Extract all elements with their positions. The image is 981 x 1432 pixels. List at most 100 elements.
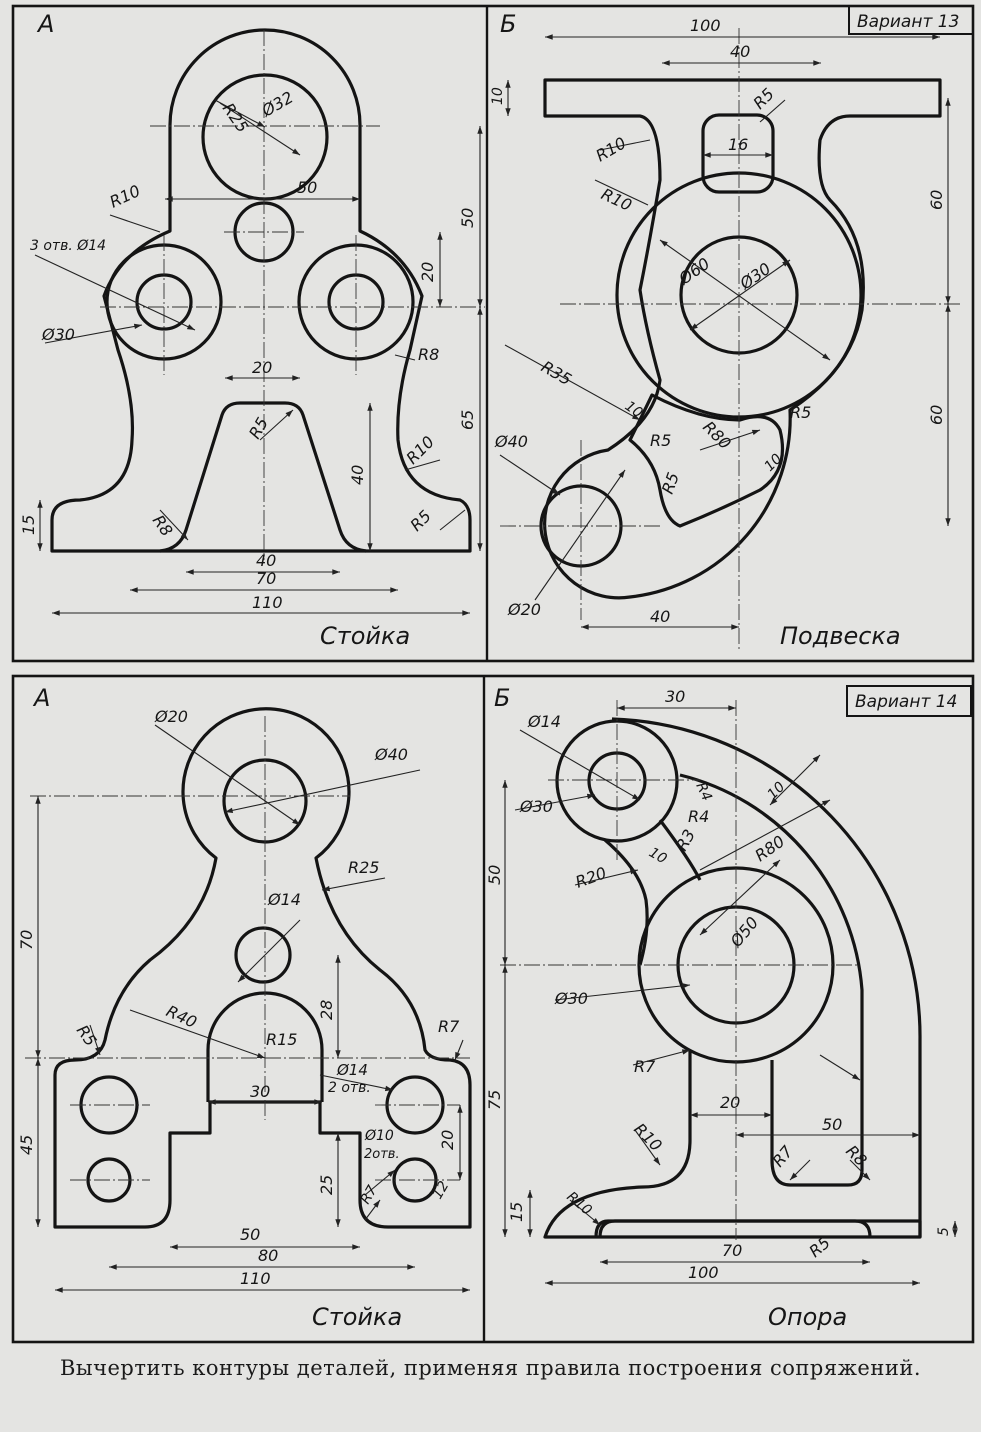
opora-left-web xyxy=(603,819,702,966)
dim-label: 15 xyxy=(19,515,38,535)
dim-label: 25 xyxy=(317,1175,336,1195)
dim-label: R4 xyxy=(692,780,714,804)
dim-label: Ø10 xyxy=(364,1128,394,1144)
dim-label: 28 xyxy=(317,1000,336,1020)
dim-label: 15 xyxy=(507,1202,526,1222)
dim-label: R8 xyxy=(418,345,439,364)
dim-label: Ø40 xyxy=(494,432,528,451)
dim-label: 30 xyxy=(250,1082,270,1101)
dim-label: 110 xyxy=(240,1269,271,1288)
dim-label: 3 отв. Ø14 xyxy=(30,238,106,254)
variant-label: Вариант 14 xyxy=(855,692,957,712)
dim-label: R5 xyxy=(749,84,777,112)
dim-label: 50 xyxy=(458,208,477,228)
opora-inner-arc xyxy=(679,773,864,1187)
dim-label: 60 xyxy=(927,190,946,210)
dim-label: R35 xyxy=(538,357,575,389)
dim-label: 40 xyxy=(650,607,670,626)
dim-label: 100 xyxy=(688,1263,719,1282)
dim-label: R40 xyxy=(163,1001,200,1032)
opora-base-slot xyxy=(598,1219,872,1238)
dim-label: 110 xyxy=(252,593,283,612)
part-podveska xyxy=(499,28,960,650)
dim-label: 50 xyxy=(485,865,504,885)
dim-label: R80 xyxy=(699,417,735,453)
dim-label: 70 xyxy=(722,1241,742,1260)
dim-label: 2 отв. xyxy=(328,1080,371,1096)
dim-label: 50 xyxy=(297,178,317,197)
panel-letter-b: Б xyxy=(500,10,516,38)
dim-label: R25 xyxy=(348,858,379,877)
dim-label: R4 xyxy=(688,807,709,826)
panel-letter-a: А xyxy=(32,684,50,712)
dim-label: R80 xyxy=(751,832,788,866)
dim-label: 45 xyxy=(17,1135,36,1155)
dim-label: R5 xyxy=(790,403,811,422)
dim-label: 10 xyxy=(765,779,789,803)
dim-label: 50 xyxy=(822,1115,842,1134)
dim-label: 30 xyxy=(665,687,685,706)
dim-label: 50 xyxy=(240,1225,260,1244)
dim-label: 100 xyxy=(690,16,721,35)
dim-label: R10 xyxy=(107,181,144,212)
dims-stoyka-13: R25 Ø32 R10 3 отв. Ø14 50 50 20 Ø30 R8 2… xyxy=(19,88,477,612)
frame-variant-13 xyxy=(11,4,975,663)
dim-label: 70 xyxy=(256,569,276,588)
dim-label: 70 xyxy=(17,930,36,950)
panel-letter-b: Б xyxy=(494,684,510,712)
frames xyxy=(11,4,975,1344)
dim-label: R8 xyxy=(842,1141,870,1169)
dim-label: Ø30 xyxy=(736,259,775,294)
dim-label: R10 xyxy=(593,133,630,165)
dim-label: Ø32 xyxy=(258,88,297,121)
variant-14-box xyxy=(846,685,972,717)
dim-label: 12 xyxy=(430,1178,453,1202)
dim-label: 40 xyxy=(348,465,367,485)
dim-label: R7 xyxy=(634,1057,656,1076)
stoyka-14-hole-mid xyxy=(234,926,292,984)
dim-label: Ø30 xyxy=(519,797,553,816)
dim-label: 20 xyxy=(720,1093,740,1112)
dim-label: 10 xyxy=(490,87,506,105)
dim-label: R7 xyxy=(438,1017,460,1036)
part-name: Подвеска xyxy=(780,622,901,650)
dim-label: Ø40 xyxy=(374,745,408,764)
dim-label: R20 xyxy=(573,863,609,892)
variant-label: Вариант 13 xyxy=(857,12,959,32)
dim-label: Ø30 xyxy=(41,325,75,344)
part-stoyka-14 xyxy=(25,707,472,1293)
dim-label: 60 xyxy=(927,405,946,425)
dim-label: 2отв. xyxy=(364,1147,400,1162)
dim-label: 20 xyxy=(438,1130,457,1150)
dim-label: R10 xyxy=(563,1189,594,1219)
dim-label: Ø50 xyxy=(726,913,762,951)
frame-variant-14 xyxy=(11,674,975,1344)
dim-label: 16 xyxy=(728,135,748,154)
panel-letter-a: А xyxy=(36,10,54,38)
dim-label: 75 xyxy=(485,1090,504,1110)
dim-label: 10 xyxy=(646,845,670,868)
dim-label: R3 xyxy=(672,826,699,854)
dims-opora: 30 Ø14 R4 10 Ø30 R4 R3 R80 50 R20 10 Ø50… xyxy=(485,687,952,1282)
stoyka-13-outline xyxy=(50,28,472,553)
dim-label: 80 xyxy=(258,1246,278,1265)
part-opora xyxy=(500,700,958,1286)
dim-label: 65 xyxy=(458,410,477,430)
dim-label: R10 xyxy=(598,184,635,215)
dim-label: Ø20 xyxy=(154,707,188,726)
dim-label: R5 xyxy=(650,431,671,450)
dim-label: Ø30 xyxy=(554,989,588,1008)
dim-label: R15 xyxy=(266,1030,297,1049)
dim-label: R5 xyxy=(406,506,434,534)
podveska-outline xyxy=(543,78,942,600)
dim-label: R8 xyxy=(149,511,177,539)
dim-label: 5 xyxy=(936,1227,952,1236)
dim-label: Ø14 xyxy=(527,712,561,731)
podveska-cutout xyxy=(628,393,785,528)
dim-label: Ø14 xyxy=(336,1061,368,1079)
dim-label: Ø60 xyxy=(675,254,714,289)
caption: Вычертить контуры деталей, применяя прав… xyxy=(59,1356,922,1380)
dim-label: R5 xyxy=(245,414,272,442)
part-name: Опора xyxy=(768,1303,847,1331)
